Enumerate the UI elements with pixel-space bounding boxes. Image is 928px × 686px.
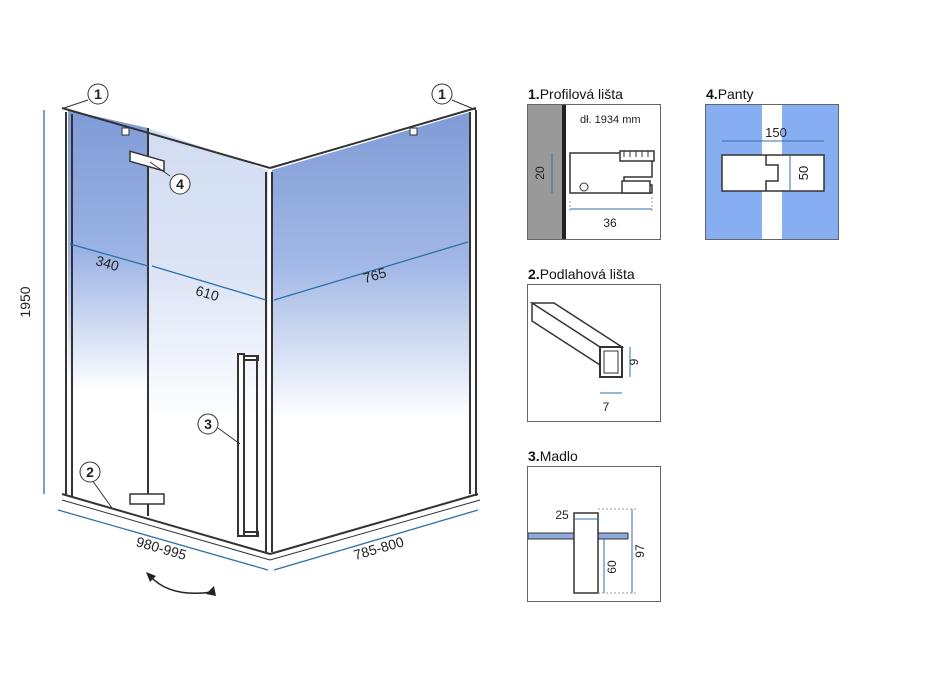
- floor-height-label: 9: [627, 358, 641, 365]
- door-glass-panel: [148, 128, 268, 548]
- bottom-front-dimension: 980-995: [134, 533, 188, 563]
- door-handle: [237, 353, 259, 537]
- profile-height-label: 20: [533, 166, 547, 180]
- svg-text:3: 3: [204, 416, 212, 432]
- profile-width-label: 36: [603, 216, 617, 230]
- callout-1-right: 1: [431, 83, 477, 111]
- hinge-detail-panel: 150 50: [705, 104, 839, 240]
- fixed-glass-panel: [68, 110, 148, 512]
- height-dimension: 1950: [17, 286, 33, 317]
- width-left-dimension: 340: [94, 252, 121, 274]
- handle-title: 3.Madlo: [528, 448, 578, 464]
- frame: [61, 107, 481, 561]
- handle-c-label: 97: [633, 544, 647, 558]
- callout-1-left: 1: [63, 83, 109, 109]
- bottom-side-dimension: 785-800: [352, 533, 406, 563]
- handle-b-label: 60: [605, 560, 619, 574]
- handle-a-label: 25: [555, 508, 569, 522]
- callout-2: 2: [79, 461, 113, 509]
- width-side-dimension: 765: [361, 264, 388, 286]
- hinge-bottom: [129, 493, 165, 505]
- svg-text:1: 1: [94, 86, 102, 102]
- floor-width-label: 7: [603, 400, 610, 414]
- svg-text:4: 4: [176, 176, 184, 192]
- hinge-width-label: 150: [765, 125, 787, 140]
- handle-detail-panel: 25 60 97: [527, 466, 661, 602]
- floor-title: 2.Podlahová lišta: [528, 266, 635, 282]
- profile-detail-panel: dł. 1934 mm 20 36: [527, 104, 661, 240]
- side-glass-panel: [272, 112, 470, 552]
- floor-detail-panel: 9 7: [527, 284, 661, 422]
- svg-text:2: 2: [86, 464, 94, 480]
- callout-4: 4: [149, 161, 191, 195]
- width-door-dimension: 610: [194, 282, 221, 304]
- svg-text:1: 1: [438, 86, 446, 102]
- hinge-height-label: 50: [796, 166, 811, 180]
- callout-3: 3: [197, 413, 241, 445]
- profile-title: 1.Profilová lišta: [528, 86, 623, 102]
- profile-length-label: dł. 1934 mm: [580, 114, 641, 126]
- dimension-lines: [43, 110, 479, 571]
- door-swing-arrow: [149, 575, 213, 595]
- hinge-title: 4.Panty: [706, 86, 754, 102]
- shower-cabin-diagram: 1950 340 610 765 980-995 785-800 1 1 2 3…: [17, 83, 481, 596]
